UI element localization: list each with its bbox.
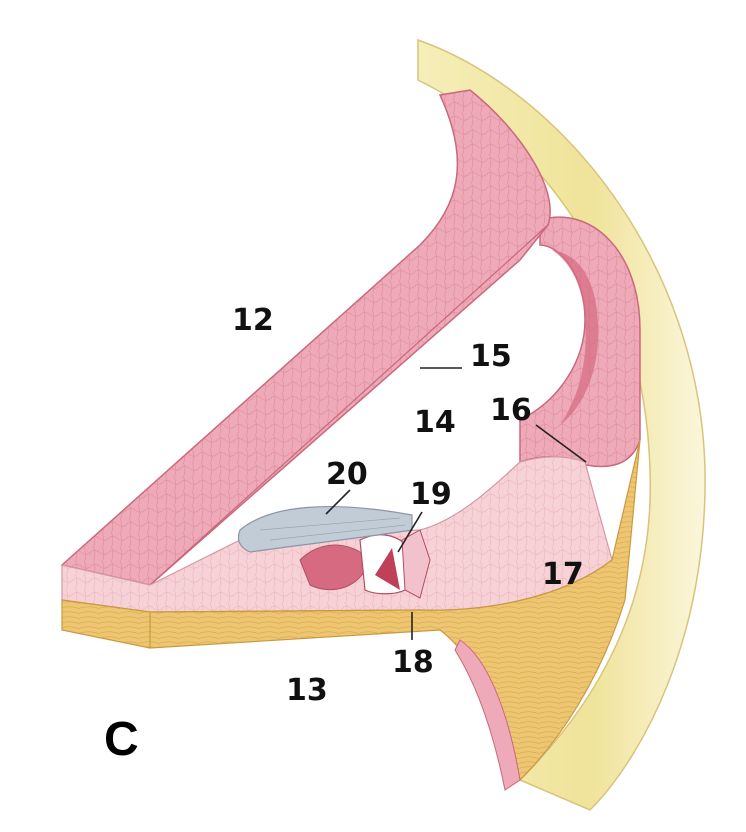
label-15: 15 (470, 339, 512, 374)
spiral-limbus (61, 456, 613, 613)
leader-20 (325, 489, 351, 515)
label-13: 13 (286, 673, 328, 708)
label-18: 18 (392, 645, 434, 680)
scala-tympani-lining (454, 639, 521, 791)
label-16: 16 (490, 393, 532, 428)
label-20: 20 (326, 457, 368, 492)
label-14: 14 (414, 405, 456, 440)
label-17: 17 (542, 557, 584, 592)
leader-lines (325, 367, 587, 640)
panel-letter: C (104, 713, 139, 766)
label-12: 12 (232, 303, 274, 338)
label-19: 19 (410, 477, 452, 512)
leader-16 (535, 424, 587, 463)
tectorial-membrane (237, 505, 413, 553)
leader-19 (397, 511, 423, 553)
vestibular-membrane (60, 89, 551, 586)
